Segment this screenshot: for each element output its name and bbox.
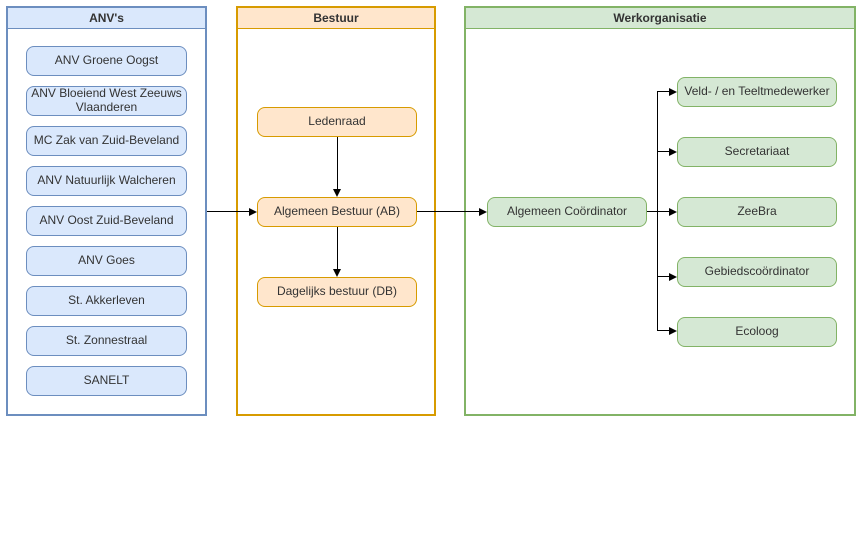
node-label: Ledenraad bbox=[308, 114, 366, 129]
node-label: ZeeBra bbox=[737, 204, 777, 219]
connector-trunk-to-veld bbox=[657, 91, 669, 92]
arrowhead-coordinator-to-zeebra bbox=[669, 208, 677, 216]
node-label: Secretariaat bbox=[724, 144, 790, 159]
node-label: MC Zak van Zuid-Beveland bbox=[33, 133, 180, 148]
node-label: Dagelijks bestuur (DB) bbox=[276, 284, 398, 299]
arrowhead-ab-to-coordinator bbox=[479, 208, 487, 216]
node-st-zonnestraal[interactable]: St. Zonnestraal bbox=[26, 326, 187, 356]
connector-trunk-to-secretariaat bbox=[657, 151, 669, 152]
connector-coordinator-to-zeebra bbox=[647, 211, 669, 212]
node-label: Ecoloog bbox=[735, 324, 779, 339]
node-label: Gebiedscoördinator bbox=[704, 264, 810, 279]
swimlane-werkorganisatie-title: Werkorganisatie bbox=[466, 8, 854, 29]
node-sanelt[interactable]: SANELT bbox=[26, 366, 187, 396]
node-anv-goes[interactable]: ANV Goes bbox=[26, 246, 187, 276]
node-label: ANV Bloeiend West Zeeuws Vlaanderen bbox=[31, 86, 182, 114]
node-algemeen-bestuur[interactable]: Algemeen Bestuur (AB) bbox=[257, 197, 417, 227]
node-anv-groene-oogst[interactable]: ANV Groene Oogst bbox=[26, 46, 187, 76]
node-label: Algemeen Coördinator bbox=[506, 204, 628, 219]
node-algemeen-coordinator[interactable]: Algemeen Coördinator bbox=[487, 197, 647, 227]
swimlane-bestuur-title: Bestuur bbox=[238, 8, 434, 29]
node-label: St. Zonnestraal bbox=[65, 333, 148, 348]
node-label: ANV Natuurlijk Walcheren bbox=[37, 173, 176, 188]
swimlane-anvs-title: ANV's bbox=[8, 8, 205, 29]
node-zeebra[interactable]: ZeeBra bbox=[677, 197, 837, 227]
node-anv-natuurlijk-walcheren[interactable]: ANV Natuurlijk Walcheren bbox=[26, 166, 187, 196]
node-anv-oost-zuid-beveland[interactable]: ANV Oost Zuid-Beveland bbox=[26, 206, 187, 236]
node-label: ANV Goes bbox=[78, 253, 135, 268]
connector-anvs-to-ab bbox=[207, 211, 249, 212]
node-label: ANV Oost Zuid-Beveland bbox=[39, 213, 174, 228]
node-dagelijks-bestuur[interactable]: Dagelijks bestuur (DB) bbox=[257, 277, 417, 307]
node-anv-bloeiend-west-zeeuws-vlaanderen[interactable]: ANV Bloeiend West Zeeuws Vlaanderen bbox=[26, 86, 187, 116]
node-ecoloog[interactable]: Ecoloog bbox=[677, 317, 837, 347]
arrowhead-trunk-to-veld bbox=[669, 88, 677, 96]
connector-ab-to-coordinator bbox=[417, 211, 479, 212]
connector-ab-to-db bbox=[337, 227, 338, 269]
arrowhead-trunk-to-secretariaat bbox=[669, 148, 677, 156]
connector-ledenraad-to-ab bbox=[337, 137, 338, 189]
arrowhead-trunk-to-gebiedscoordinator bbox=[669, 273, 677, 281]
node-ledenraad[interactable]: Ledenraad bbox=[257, 107, 417, 137]
node-label: Veld- / en Teeltmedewerker bbox=[684, 84, 830, 99]
node-secretariaat[interactable]: Secretariaat bbox=[677, 137, 837, 167]
node-gebiedscoordinator[interactable]: Gebiedscoördinator bbox=[677, 257, 837, 287]
node-label: St. Akkerleven bbox=[68, 293, 145, 308]
arrowhead-ab-to-db bbox=[333, 269, 341, 277]
node-label: SANELT bbox=[83, 373, 130, 388]
connector-trunk-to-ecoloog bbox=[657, 330, 669, 331]
connector-fanout-trunk bbox=[657, 91, 658, 331]
node-veld-teeltmedewerker[interactable]: Veld- / en Teeltmedewerker bbox=[677, 77, 837, 107]
node-label: Algemeen Bestuur (AB) bbox=[273, 204, 401, 219]
connector-trunk-to-gebiedscoordinator bbox=[657, 276, 669, 277]
node-label: ANV Groene Oogst bbox=[54, 53, 159, 68]
arrowhead-trunk-to-ecoloog bbox=[669, 327, 677, 335]
arrowhead-ledenraad-to-ab bbox=[333, 189, 341, 197]
node-mc-zak-van-zuid-beveland[interactable]: MC Zak van Zuid-Beveland bbox=[26, 126, 187, 156]
arrowhead-anvs-to-ab bbox=[249, 208, 257, 216]
node-st-akkerleven[interactable]: St. Akkerleven bbox=[26, 286, 187, 316]
